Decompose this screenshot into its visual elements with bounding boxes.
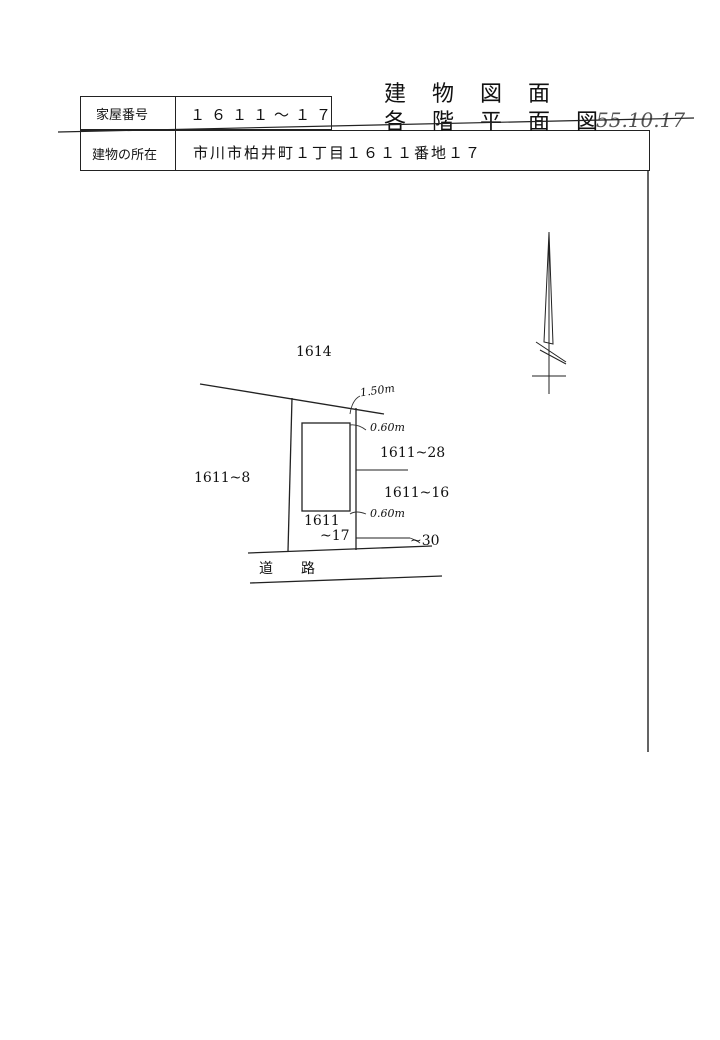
road-south-edge: [249, 575, 443, 584]
house-number-label: 家屋番号: [96, 108, 149, 123]
dim-pointer-30: [409, 537, 421, 544]
location-value: 市川市柏井町１丁目１６１１番地１７: [193, 144, 483, 162]
document-title: 建 物 図 面: [384, 82, 553, 107]
lot-label-east-upper: 1611~28: [380, 445, 446, 461]
dim-label-east-lower: 0.60m: [370, 507, 405, 520]
location-label: 建物の所在: [92, 148, 158, 163]
lot-label-west: 1611~8: [194, 470, 251, 486]
house-number-value: １６１１～１７: [190, 106, 338, 124]
lot-label-east-lower: 1611~16: [384, 485, 450, 501]
lot-label-subject-1: 1611: [304, 513, 340, 529]
house-number-box: [80, 96, 332, 130]
road-north-edge: [247, 545, 433, 554]
north-arrow-icon: [532, 231, 567, 394]
location-row-box: [80, 130, 650, 171]
lot-label-north: 1614: [296, 344, 332, 360]
dim-pointer-east-upper: [349, 424, 367, 431]
house-number-divider: [175, 96, 176, 170]
lot-label-southeast: ~30: [410, 533, 440, 549]
west-boundary: [287, 397, 293, 552]
lot-label-subject-2: ~17: [320, 528, 350, 544]
dim-label-east-upper: 0.60m: [370, 421, 405, 434]
building-footprint: [301, 422, 351, 512]
strike-line: [57, 117, 695, 133]
dim-pointer-east-lower: [349, 511, 367, 515]
dim-pointer-top: [349, 395, 361, 415]
road-label: 道 路: [259, 561, 315, 577]
